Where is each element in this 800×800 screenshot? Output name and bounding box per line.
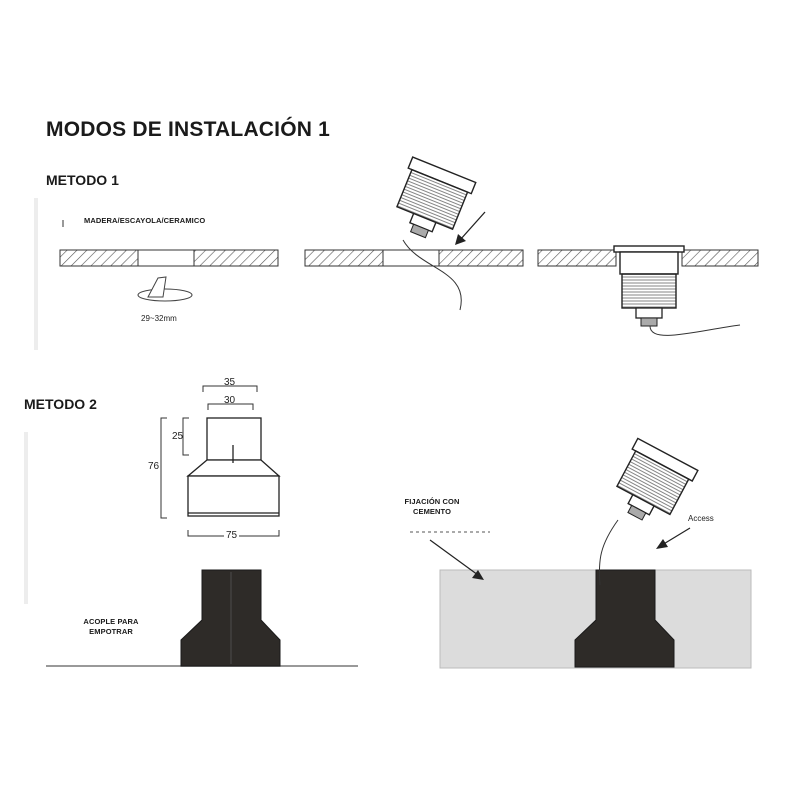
dim-top-inner: 30 bbox=[224, 395, 236, 406]
side-bar-method1 bbox=[34, 198, 38, 350]
flush-adapter-right bbox=[574, 569, 675, 668]
cable-2 bbox=[649, 324, 741, 336]
side-bar-method2 bbox=[24, 432, 28, 604]
material-label: MADERA/ESCAYOLA/CERAMICO bbox=[84, 216, 206, 225]
dim-top-outer: 35 bbox=[224, 377, 236, 388]
board-with-hole bbox=[59, 249, 279, 267]
method2-heading: METODO 2 bbox=[24, 396, 97, 412]
dim-neck-height: 25 bbox=[172, 431, 184, 442]
cement-label-line1: FIJACIÓN CON bbox=[404, 497, 460, 506]
cement-arrow-icon bbox=[429, 539, 484, 580]
method1-heading: METODO 1 bbox=[46, 172, 119, 188]
drill-hole-icon bbox=[137, 276, 193, 302]
cable-3 bbox=[598, 519, 619, 586]
tilted-luminaire-icon bbox=[396, 156, 477, 239]
access-label: Access bbox=[688, 514, 714, 523]
board-installed bbox=[537, 249, 759, 267]
cement-label-line2: CEMENTO bbox=[412, 507, 452, 516]
cement-label: FIJACIÓN CON CEMENTO bbox=[392, 497, 472, 517]
adapter-label-line2: EMPOTRAR bbox=[89, 627, 133, 636]
tilted-luminaire-method2-icon bbox=[615, 437, 699, 521]
page-title: MODOS DE INSTALACIÓN 1 bbox=[46, 118, 331, 141]
access-arrow-icon bbox=[656, 527, 691, 549]
hole-size-label: 29~32mm bbox=[141, 314, 177, 323]
cable-1 bbox=[402, 239, 462, 311]
insert-arrow-icon bbox=[455, 211, 486, 245]
adapter-label: ACOPLE PARA EMPOTRAR bbox=[76, 617, 146, 637]
adapter-label-line1: ACOPLE PARA bbox=[83, 617, 139, 626]
dim-base-width: 75 bbox=[224, 530, 240, 541]
adapter-dimension-drawing bbox=[160, 385, 281, 537]
flush-adapter-left bbox=[180, 569, 281, 667]
installed-luminaire-icon bbox=[613, 245, 685, 327]
dim-total-height: 76 bbox=[148, 461, 160, 472]
